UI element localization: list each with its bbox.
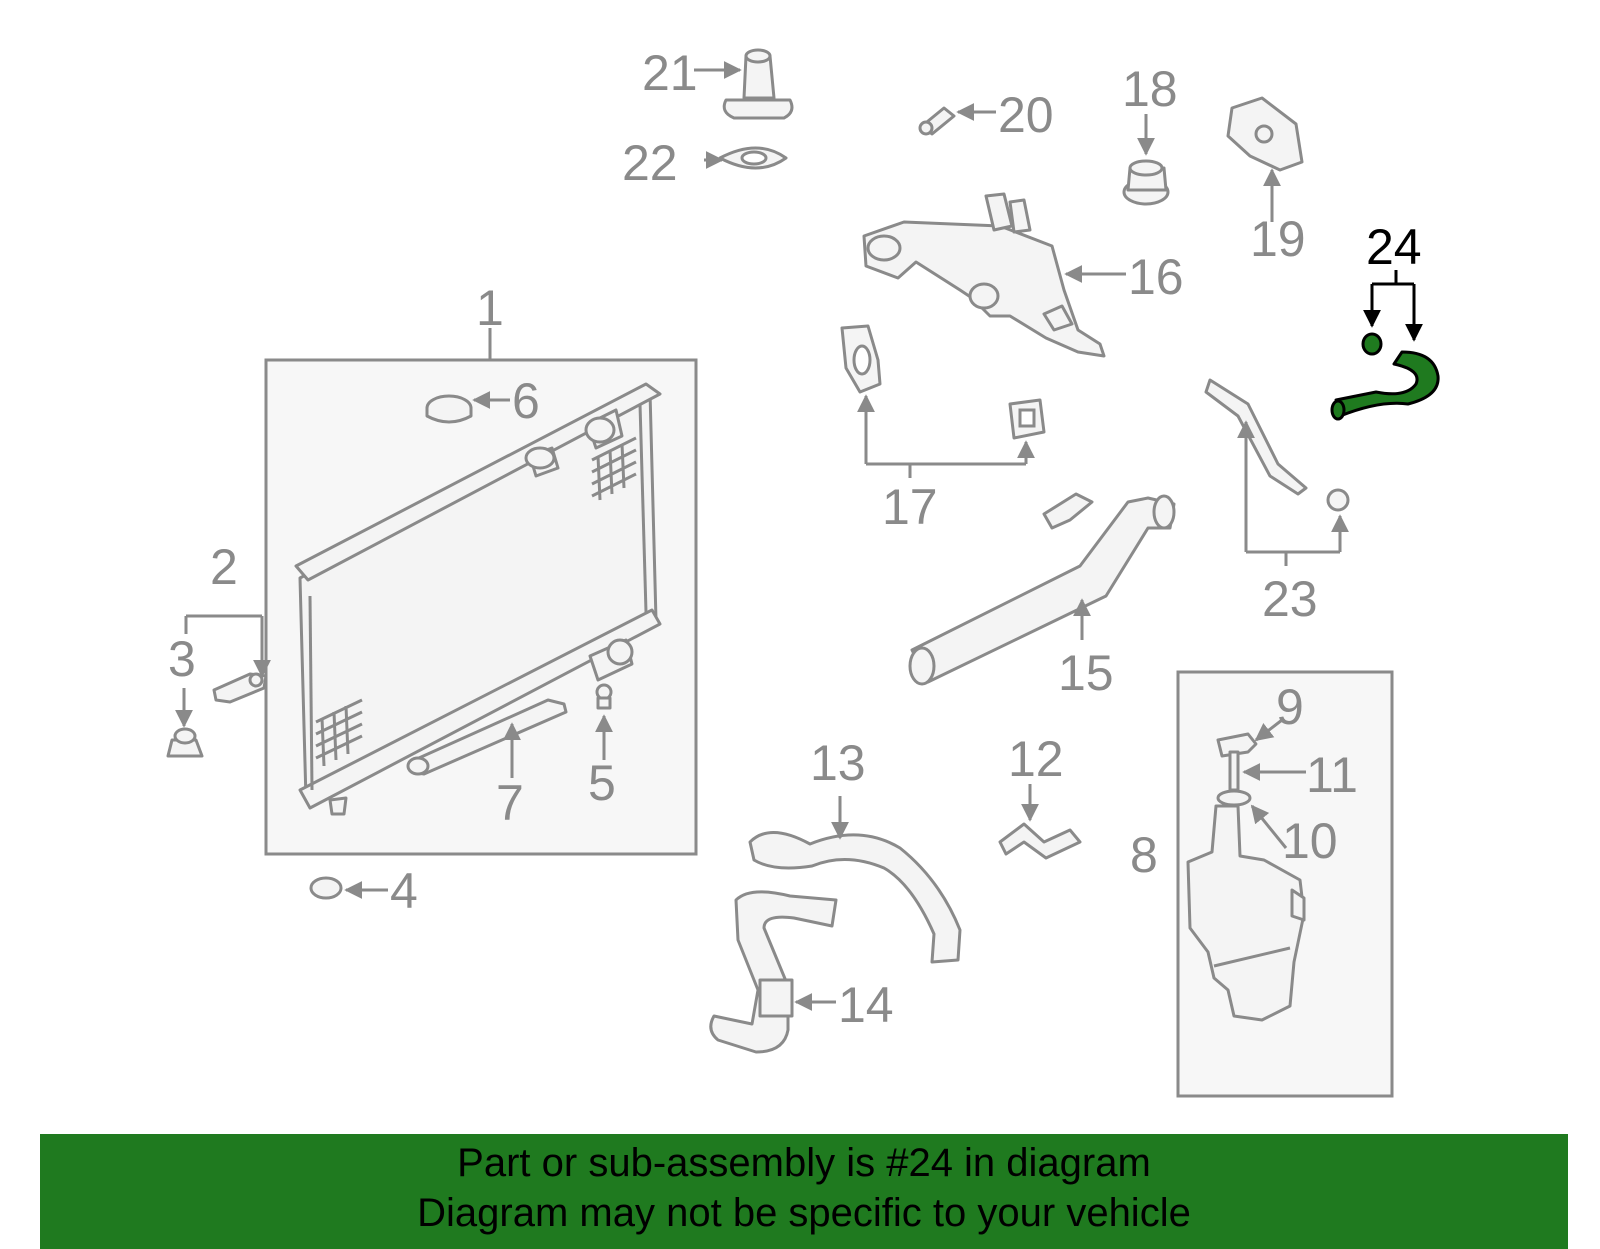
label-2[interactable]: 2 [210, 539, 238, 595]
leader-10 [1250, 804, 1288, 849]
label-22[interactable]: 22 [622, 135, 678, 191]
label-15[interactable]: 15 [1058, 645, 1114, 701]
bypass-pipe[interactable] [1204, 378, 1308, 496]
label-7[interactable]: 7 [496, 775, 524, 831]
bypass-clamp[interactable] [1326, 488, 1350, 512]
coolant-reservoir[interactable] [1186, 804, 1306, 1022]
reservoir-tube[interactable] [1228, 750, 1240, 792]
thermostat[interactable] [1122, 159, 1170, 206]
outlet-gasket[interactable] [718, 146, 788, 170]
label-6[interactable]: 6 [512, 373, 540, 429]
water-pipe[interactable] [908, 492, 1176, 686]
temp-sensor[interactable] [918, 106, 956, 136]
banner-line-2: Diagram may not be specific to your vehi… [417, 1191, 1191, 1235]
label-3[interactable]: 3 [168, 631, 196, 687]
label-19[interactable]: 19 [1250, 211, 1306, 267]
label-20[interactable]: 20 [998, 87, 1054, 143]
manifold-gasket-left[interactable] [840, 324, 882, 394]
label-13[interactable]: 13 [810, 735, 866, 791]
label-23[interactable]: 23 [1262, 571, 1318, 627]
label-21[interactable]: 21 [642, 45, 698, 101]
label-10[interactable]: 10 [1282, 813, 1338, 869]
leader-9 [1254, 718, 1283, 742]
lower-strip[interactable] [406, 698, 568, 776]
bushing[interactable] [309, 876, 343, 900]
label-8[interactable]: 8 [1130, 827, 1158, 883]
upper-hose[interactable] [748, 831, 962, 964]
radiator-cap[interactable] [425, 394, 473, 424]
lower-hose[interactable] [709, 890, 838, 1054]
reservoir-seal[interactable] [1216, 789, 1252, 807]
banner-line-1: Part or sub-assembly is #24 in diagram [457, 1141, 1151, 1185]
highlighted-hose-clamp[interactable] [1361, 332, 1383, 356]
label-5[interactable]: 5 [588, 755, 616, 811]
drain-plug[interactable] [595, 683, 613, 710]
thermostat-housing[interactable] [1226, 96, 1304, 172]
label-18[interactable]: 18 [1122, 61, 1178, 117]
label-14[interactable]: 14 [838, 977, 894, 1033]
label-16[interactable]: 16 [1128, 249, 1184, 305]
label-12[interactable]: 12 [1008, 731, 1064, 787]
water-outlet-fitting[interactable] [722, 48, 794, 120]
mount-bracket[interactable] [212, 672, 268, 704]
label-1[interactable]: 1 [476, 280, 504, 336]
highlighted-hose[interactable] [1330, 350, 1440, 421]
label-9[interactable]: 9 [1276, 679, 1304, 735]
reservoir-cap[interactable] [1216, 732, 1258, 758]
label-24[interactable]: 24 [1366, 219, 1422, 275]
small-hose[interactable] [998, 822, 1082, 860]
manifold-gasket-right[interactable] [1008, 398, 1046, 440]
mount-insulator[interactable] [166, 727, 204, 758]
radiator[interactable] [294, 382, 662, 816]
label-4[interactable]: 4 [390, 863, 418, 919]
label-17[interactable]: 17 [882, 479, 938, 535]
label-11[interactable]: 11 [1306, 747, 1358, 803]
info-banner: Part or sub-assembly is #24 in diagram D… [40, 1134, 1568, 1249]
coolant-manifold[interactable] [862, 192, 1106, 358]
